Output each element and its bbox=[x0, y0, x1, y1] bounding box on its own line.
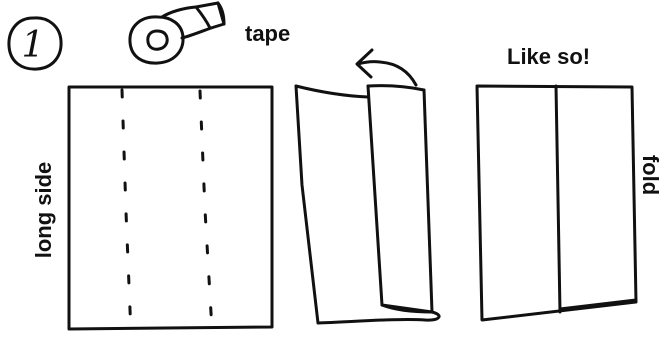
long-side-label: long side bbox=[31, 161, 56, 259]
step-circle-icon bbox=[7, 16, 63, 71]
dashed-fold-line-left bbox=[120, 88, 133, 336]
sheet-panel-3 bbox=[475, 84, 638, 322]
tape-roll-icon bbox=[128, 1, 226, 65]
tape-label: tape bbox=[245, 21, 291, 46]
step-number: 1 bbox=[21, 25, 45, 66]
like-so-label: Like so! bbox=[507, 44, 591, 69]
curved-arrow-icon bbox=[355, 48, 418, 87]
sheet-panel-2 bbox=[294, 84, 441, 325]
fold-label: fold bbox=[638, 154, 663, 196]
dashed-fold-line-right bbox=[198, 89, 214, 332]
sheet-panel-1 bbox=[67, 85, 274, 336]
